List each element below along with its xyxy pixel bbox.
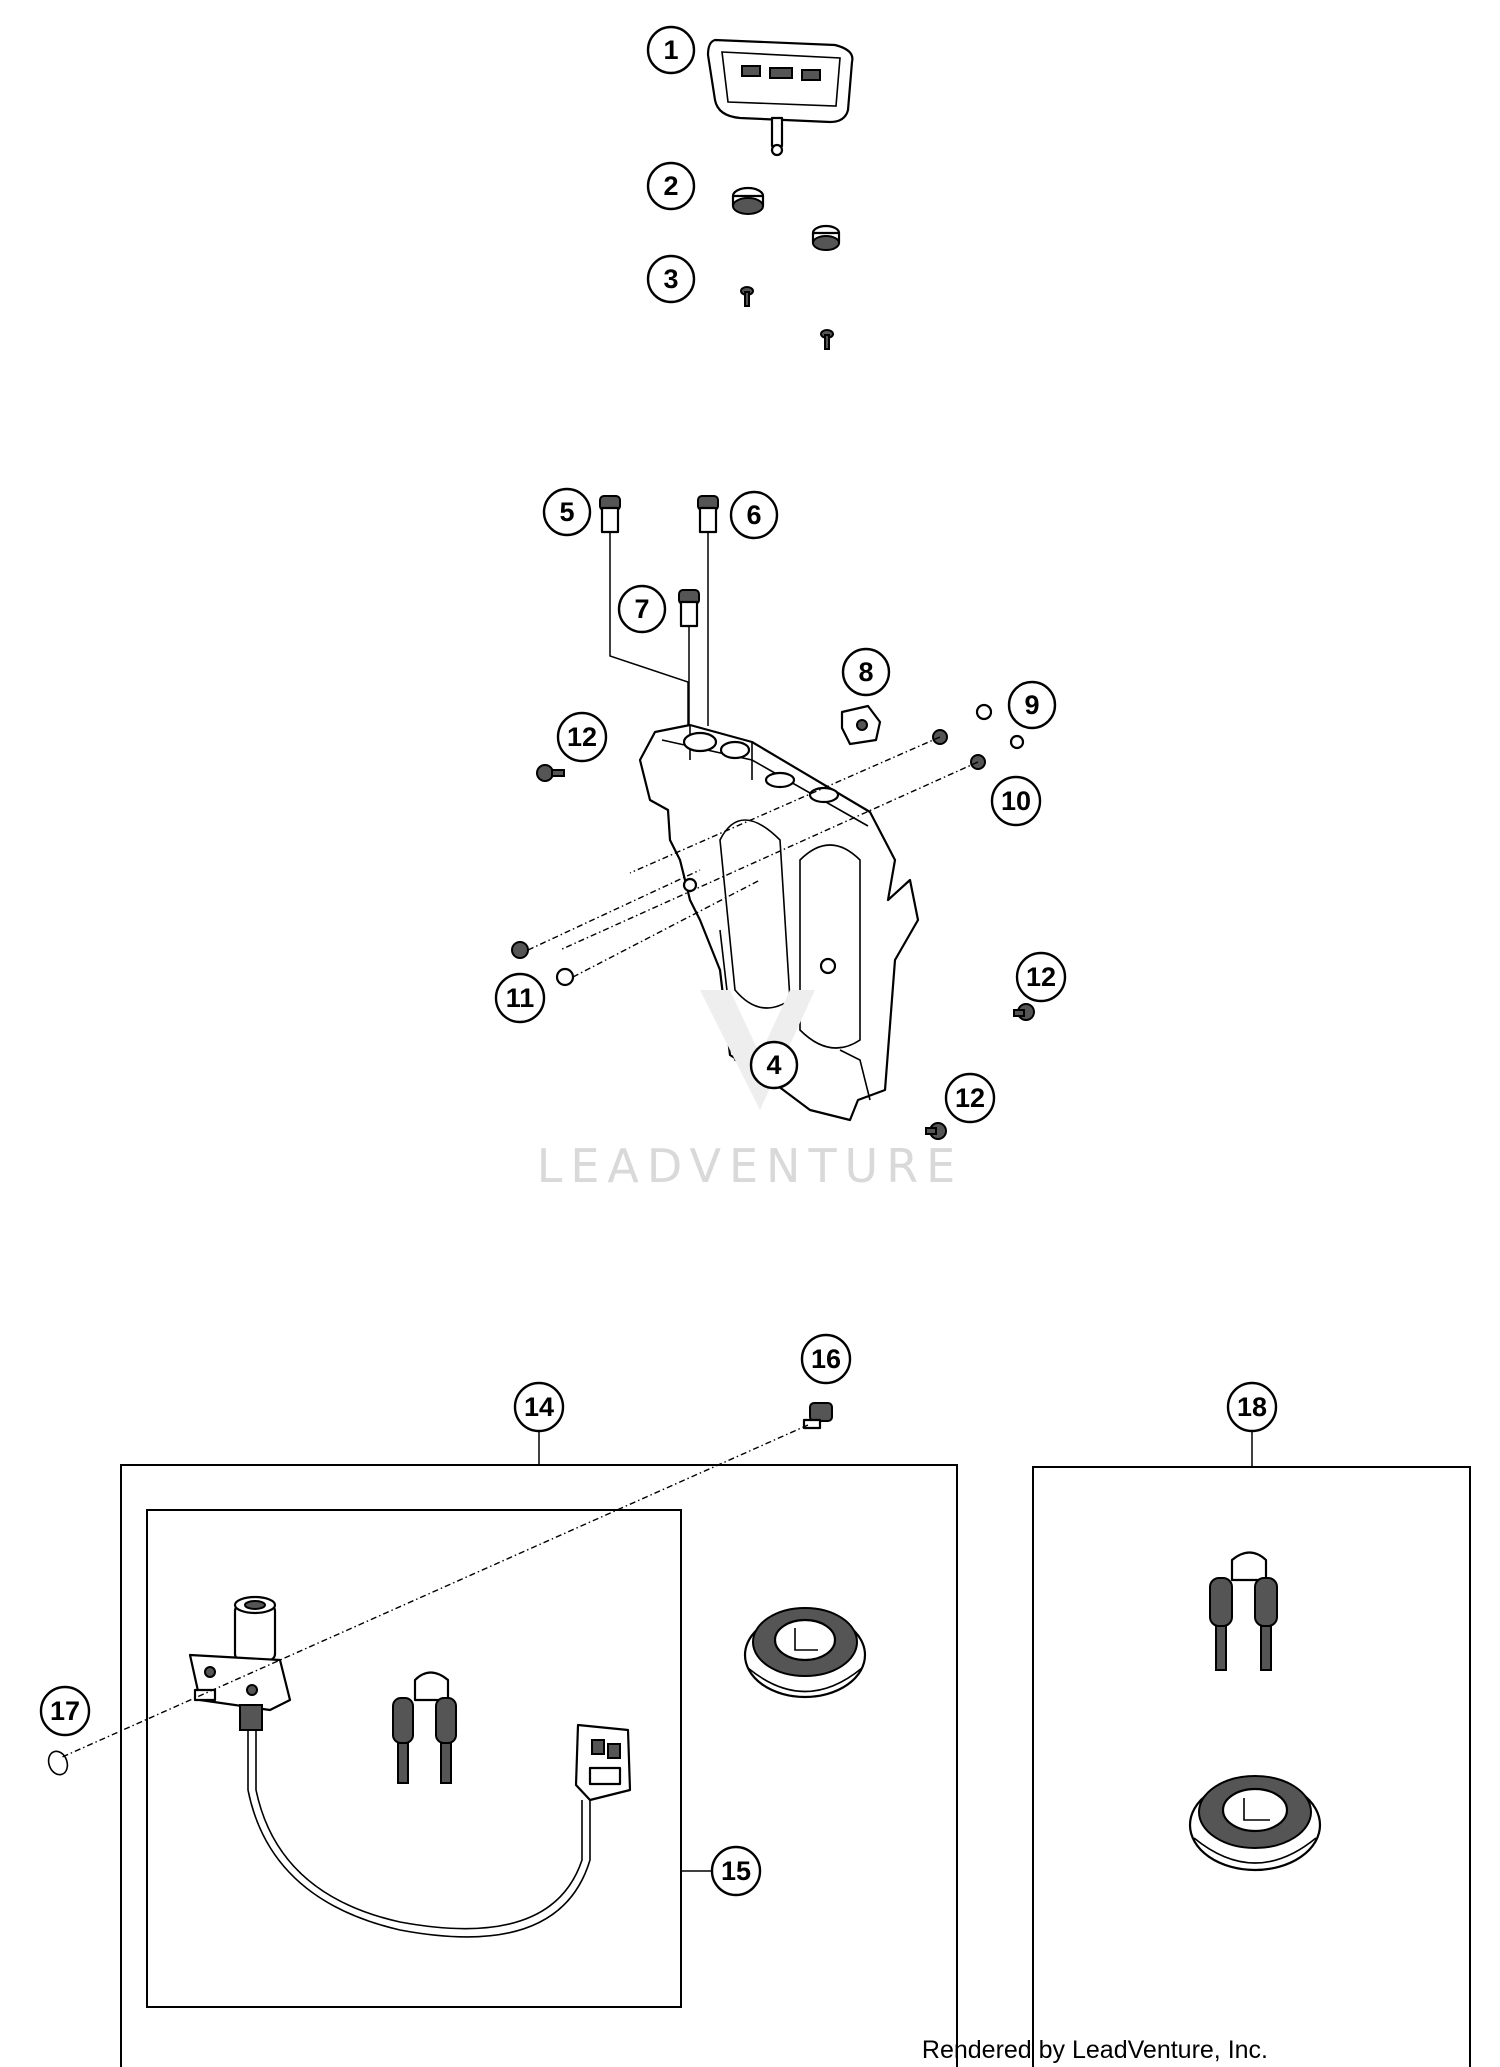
ignition-lock-part[interactable] bbox=[188, 1595, 292, 1731]
kit-box-15 bbox=[146, 1509, 682, 2008]
svg-text:18: 18 bbox=[1237, 1392, 1267, 1422]
speedometer-part[interactable] bbox=[706, 38, 854, 157]
callout-4: 4 bbox=[749, 1040, 799, 1090]
screw-part[interactable] bbox=[802, 1402, 833, 1430]
callout-17: 17 bbox=[39, 1685, 91, 1737]
screw-part[interactable] bbox=[536, 764, 1035, 1140]
svg-text:9: 9 bbox=[1024, 690, 1039, 720]
bolt-part[interactable] bbox=[599, 495, 719, 628]
svg-text:10: 10 bbox=[1001, 786, 1031, 816]
callout-11: 11 bbox=[494, 972, 546, 1024]
svg-text:11: 11 bbox=[506, 983, 535, 1013]
kit-box-14 bbox=[120, 1464, 958, 2067]
callout-12c: 12 bbox=[944, 1072, 996, 1124]
callout-8: 8 bbox=[841, 647, 891, 697]
svg-text:6: 6 bbox=[746, 500, 761, 530]
svg-text:8: 8 bbox=[858, 657, 873, 687]
callout-12a: 12 bbox=[556, 711, 608, 763]
svg-text:12: 12 bbox=[1026, 962, 1056, 992]
callout-7: 7 bbox=[617, 584, 667, 634]
svg-text:14: 14 bbox=[524, 1392, 554, 1422]
callout-5: 5 bbox=[542, 487, 592, 537]
callout-15: 15 bbox=[710, 1845, 762, 1897]
callout-16: 16 bbox=[800, 1333, 852, 1385]
svg-text:1: 1 bbox=[663, 35, 678, 65]
svg-text:17: 17 bbox=[50, 1696, 80, 1726]
svg-text:15: 15 bbox=[721, 1856, 751, 1886]
screw-part[interactable] bbox=[740, 286, 834, 350]
svg-text:5: 5 bbox=[559, 497, 574, 527]
watermark-text: LEADVENTURE bbox=[537, 1139, 964, 1193]
footer-credit: Rendered by LeadVenture, Inc. bbox=[922, 2036, 1268, 2064]
clip-nut-part[interactable] bbox=[840, 704, 882, 746]
callout-6: 6 bbox=[729, 490, 779, 540]
callout-12b: 12 bbox=[1015, 951, 1067, 1003]
fuel-cap-part[interactable] bbox=[743, 1607, 867, 1699]
callout-9: 9 bbox=[1007, 680, 1057, 730]
callout-14: 14 bbox=[513, 1381, 565, 1433]
snap-ring-part[interactable] bbox=[45, 1749, 70, 1778]
callout-2: 2 bbox=[646, 161, 696, 211]
callout-3: 3 bbox=[646, 254, 696, 304]
svg-text:12: 12 bbox=[567, 722, 597, 752]
svg-text:16: 16 bbox=[811, 1344, 841, 1374]
svg-text:12: 12 bbox=[955, 1083, 985, 1113]
callout-18: 18 bbox=[1226, 1381, 1278, 1433]
wiring-harness-part[interactable] bbox=[247, 1723, 632, 1938]
grommet-part[interactable] bbox=[731, 186, 841, 251]
svg-text:3: 3 bbox=[663, 264, 678, 294]
key-pair-part[interactable] bbox=[392, 1671, 457, 1784]
key-pair-part[interactable] bbox=[1209, 1551, 1278, 1671]
svg-text:4: 4 bbox=[766, 1050, 781, 1080]
callout-10: 10 bbox=[990, 775, 1042, 827]
svg-text:7: 7 bbox=[634, 594, 649, 624]
callout-1: 1 bbox=[646, 25, 696, 75]
svg-text:2: 2 bbox=[663, 171, 678, 201]
fuel-cap-part[interactable] bbox=[1188, 1775, 1322, 1872]
screw-washer-part[interactable] bbox=[932, 703, 1025, 770]
